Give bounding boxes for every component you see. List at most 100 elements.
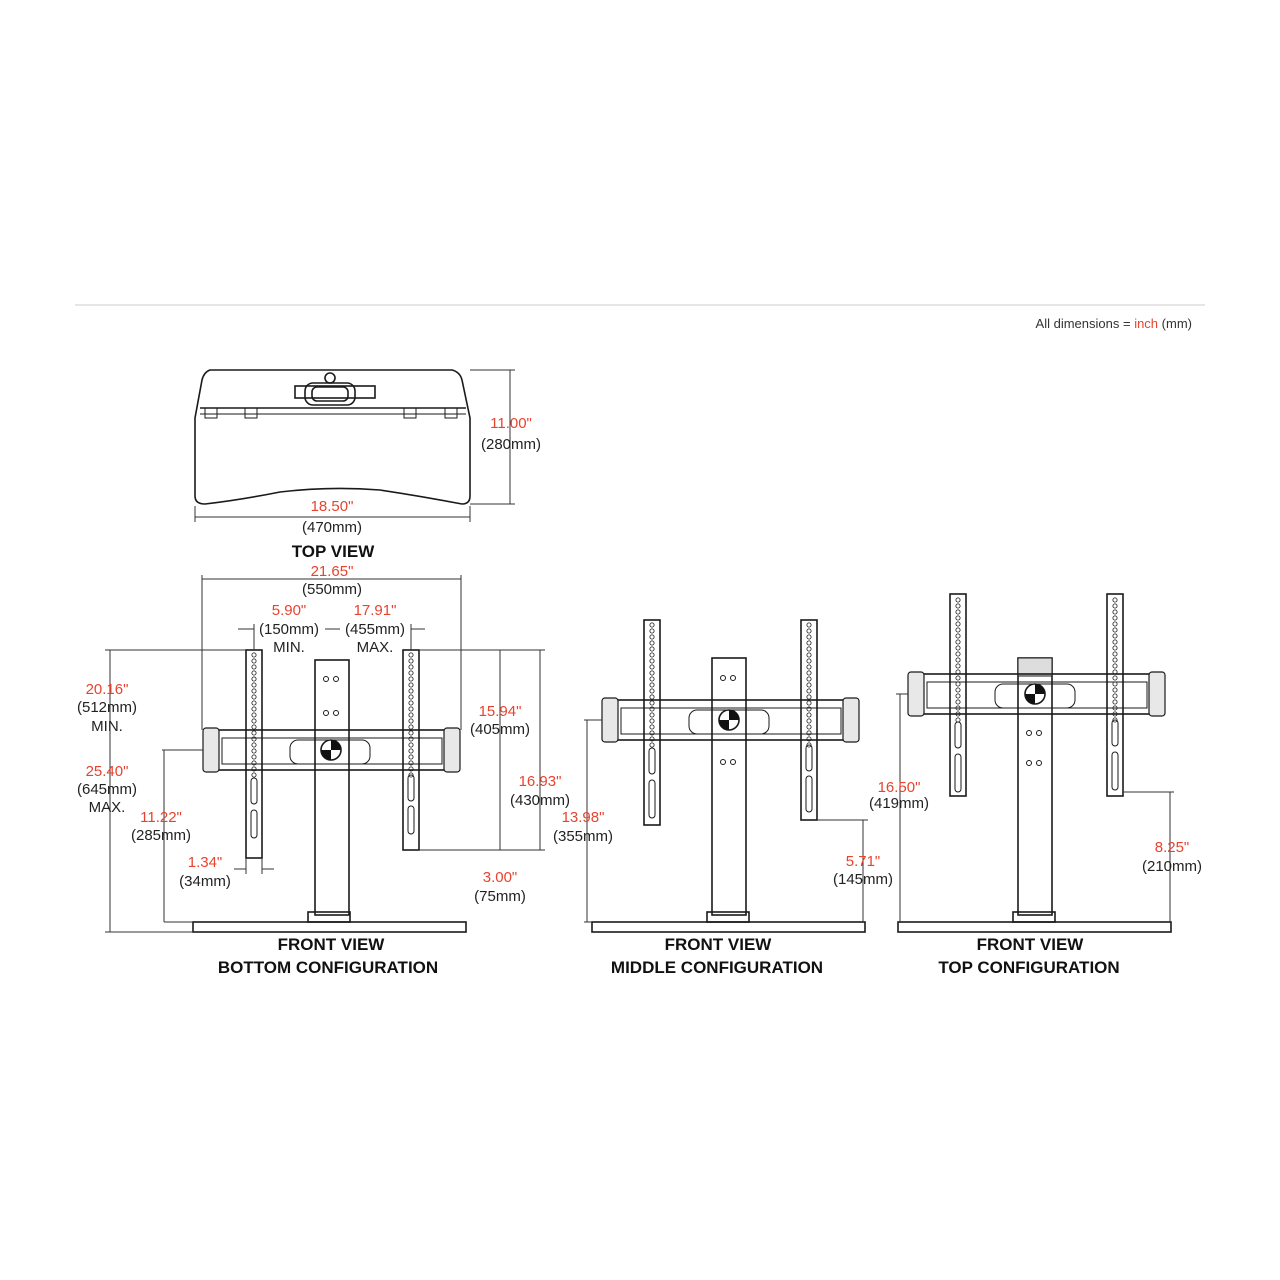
arm-hole [408,670,414,676]
top-view-title: TOP VIEW [292,542,375,561]
fb-hbar-inch: 11.22" [140,809,182,826]
fb-hmax-mm: (645mm) [77,781,137,798]
fb-hmin-mm: (512mm) [77,699,137,716]
arm-hole [1112,645,1118,651]
arm-hole [1112,681,1118,687]
fb-vesa-min-inch: 5.90" [272,602,307,619]
fb-armw-inch: 1.34" [188,854,223,871]
arm-hole [408,700,414,706]
arm-hole [251,724,257,730]
arm-hole [1112,717,1118,723]
fm-title-2: MIDDLE CONFIGURATION [611,958,823,977]
arm-hole [955,687,961,693]
arm-hole [806,676,812,682]
arm-hole [806,736,812,742]
arm-hole [955,681,961,687]
arm-hole [955,693,961,699]
units-note: All dimensions = inch (mm) [1036,316,1192,331]
arm-hole [649,622,655,628]
arm-hole [955,651,961,657]
arm-hole [806,640,812,646]
arm-hole [251,688,257,694]
arm-hole [1112,633,1118,639]
fb-v405-inch: 15.94" [479,703,522,720]
arm-hole [955,645,961,651]
arm-hole [806,688,812,694]
arm-hole [806,670,812,676]
fb-hmax-label: MAX. [89,799,126,816]
arm-hole [408,766,414,772]
arm-hole [649,634,655,640]
arm-hole [408,754,414,760]
arm-hole [408,688,414,694]
top-width-mm: (470mm) [302,519,362,536]
front-top-dims [896,693,1174,922]
fb-vesa-max-label: MAX. [357,639,394,656]
fm-hbar-inch: 13.98" [562,809,605,826]
arm-hole [251,730,257,736]
arm-hole [408,658,414,664]
arm-hole [649,676,655,682]
arm-hole [408,724,414,730]
arm-hole [408,730,414,736]
arm-hole [955,663,961,669]
fb-hmax-inch: 25.40" [86,763,129,780]
top-depth-inch: 11.00" [490,415,532,432]
arm-hole [649,706,655,712]
arm-hole [806,658,812,664]
arm-hole [806,628,812,634]
arm-hole [1112,669,1118,675]
arm-hole [649,628,655,634]
arm-hole [649,742,655,748]
arm-hole [649,640,655,646]
arm-hole [649,664,655,670]
arm-hole [649,724,655,730]
arm-hole [806,646,812,652]
arm-hole [251,712,257,718]
fb-vesa-max-inch: 17.91" [354,602,397,619]
fb-v430-inch: 16.93" [519,773,562,790]
arm-hole [649,736,655,742]
arm-hole [1112,627,1118,633]
arm-hole [408,718,414,724]
arm-hole [955,639,961,645]
top-view-dims [194,369,515,522]
arm-hole [251,760,257,766]
arm-hole [1112,609,1118,615]
front-top-drawing [897,593,1172,933]
ft-hbar-inch: 16.50" [878,779,921,796]
fb-overall-mm: (550mm) [302,581,362,598]
arm-hole [251,652,257,658]
arm-hole [408,748,414,754]
arm-hole [251,658,257,664]
fb-hbar-mm: (285mm) [131,827,191,844]
fm-title-1: FRONT VIEW [665,935,773,954]
arm-hole [251,772,257,778]
arm-hole [649,694,655,700]
fm-hbar-mm: (355mm) [553,828,613,845]
arm-hole [955,609,961,615]
arm-hole [408,712,414,718]
fb-vesa-min-mm: (150mm) [259,621,319,638]
arm-hole [408,760,414,766]
arm-hole [955,717,961,723]
fb-v430-mm: (430mm) [510,792,570,809]
arm-hole [408,682,414,688]
arm-hole [806,694,812,700]
front-middle-dims [584,719,868,923]
arm-hole [955,597,961,603]
top-view-drawing [194,369,471,505]
arm-hole [649,658,655,664]
arm-hole [806,682,812,688]
arm-hole [251,700,257,706]
arm-hole [1112,687,1118,693]
arm-hole [1112,597,1118,603]
arm-hole [806,730,812,736]
arm-hole [408,676,414,682]
fb-v405-mm: (405mm) [470,721,530,738]
arm-hole [649,652,655,658]
fb-armw-mm: (34mm) [179,873,231,890]
arm-hole [649,646,655,652]
arm-hole [408,664,414,670]
arm-hole [1112,663,1118,669]
